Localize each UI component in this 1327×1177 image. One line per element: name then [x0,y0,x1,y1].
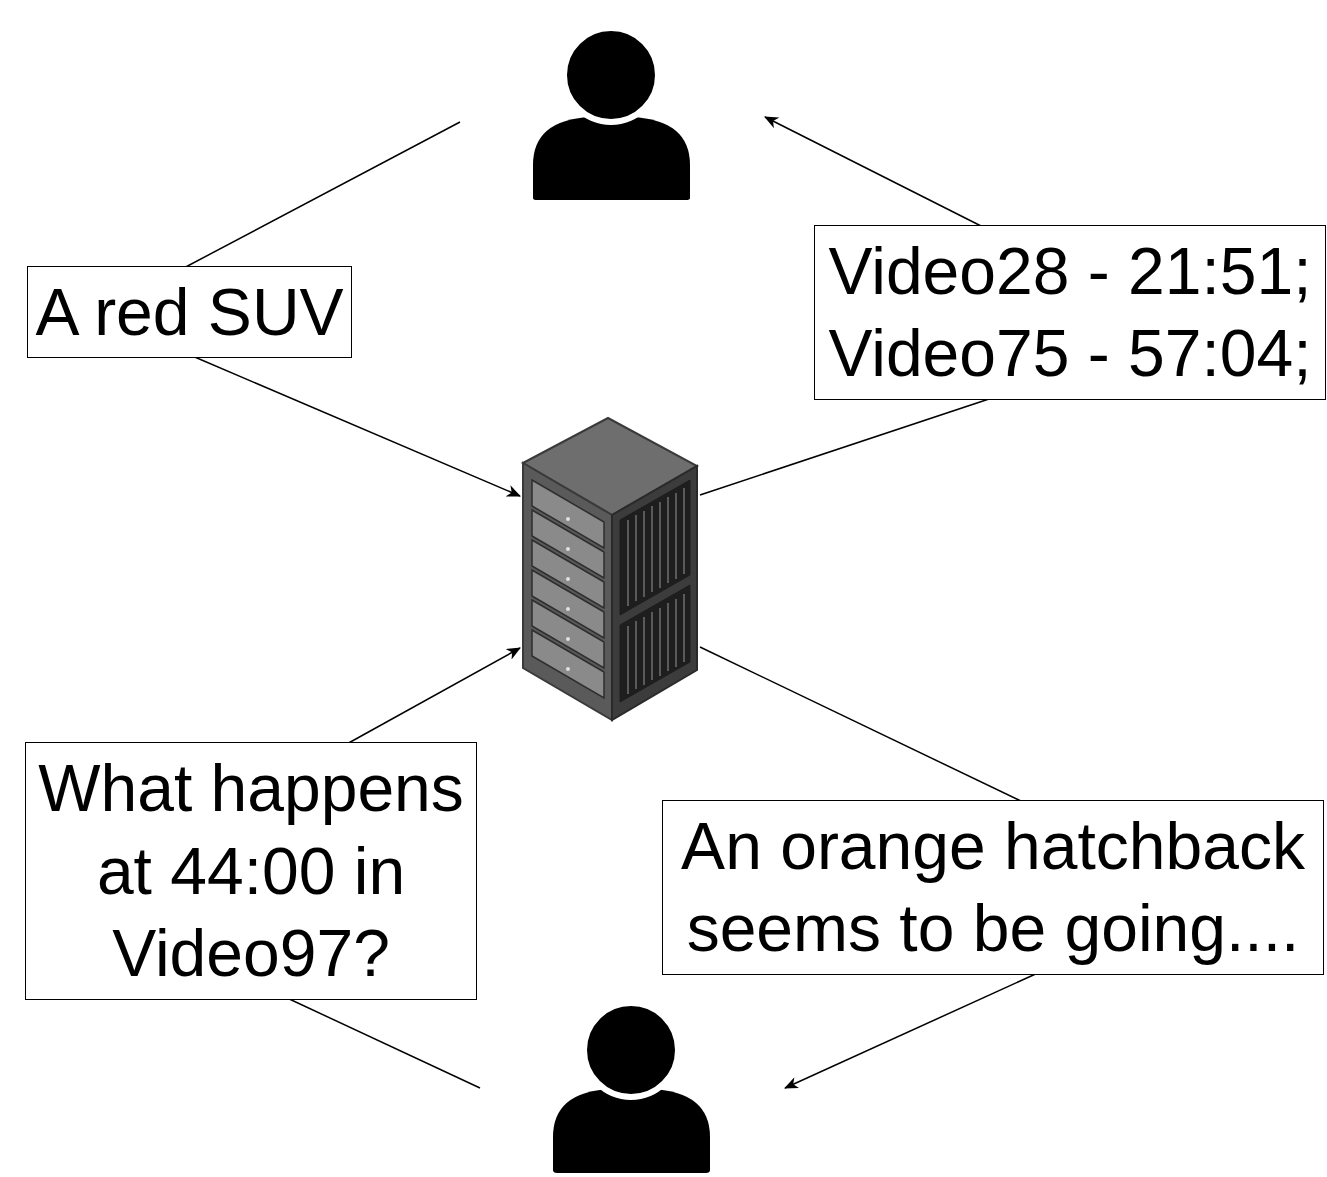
leader-arrow [765,117,985,228]
text-box: What happens at 44:00 in Video97? [25,742,477,1000]
leader-line [180,122,460,270]
leader-line [285,997,480,1088]
text-box: Video28 - 21:51; Video75 - 57:04; [814,225,1326,400]
leader-line [700,647,1025,803]
text-box: An orange hatchback seems to be going...… [662,800,1324,975]
text-box: A red SUV [27,266,352,359]
box-label: A red SUV [29,271,349,354]
box-label: An orange hatchback seems to be going...… [663,805,1323,970]
leader-arrow [345,648,520,745]
box-label: Video28 - 21:51; Video75 - 57:04; [815,230,1325,395]
box-label: What happens at 44:00 in Video97? [26,747,476,995]
leader-arrow [190,355,520,496]
leader-arrow [785,972,1040,1088]
user-icon [553,1003,710,1173]
user-icon [533,28,690,200]
leader-line [700,397,995,495]
server-icon [523,418,697,720]
